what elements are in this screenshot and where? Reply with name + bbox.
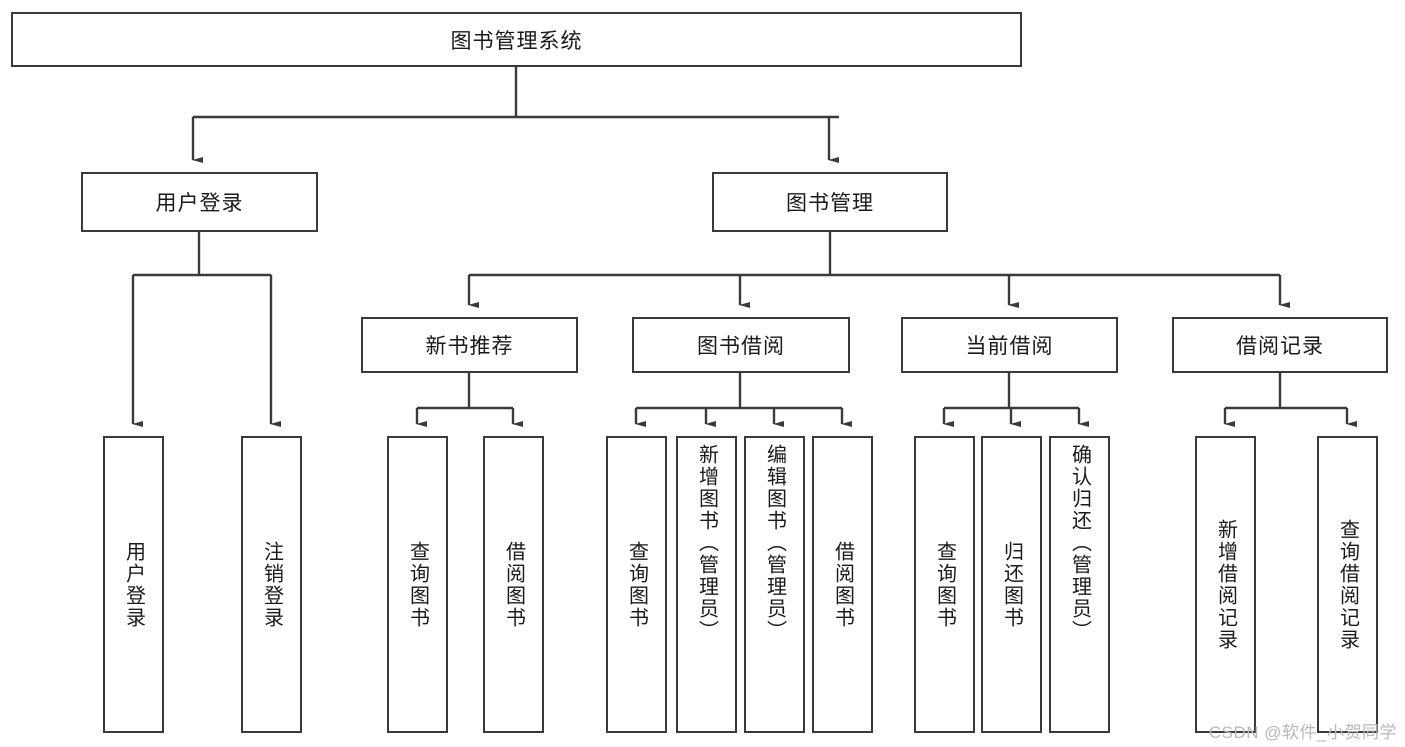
leaf-user-login-logout[interactable]: 注销登录 [241,436,302,733]
node-book-borrow[interactable]: 图书借阅 [632,317,850,373]
leaf-label: 借阅图书 [502,540,525,629]
leaf-recommend-query-book[interactable]: 查询图书 [387,436,448,733]
node-borrow-record-label: 借阅记录 [1236,335,1324,358]
leaf-borrow-add-book-admin[interactable]: 新增图书（管理员） [676,436,737,733]
leaf-current-query-book[interactable]: 查询图书 [914,436,975,733]
watermark: CSDN @软件_小贺同学 [1208,723,1397,742]
node-root-label: 图书管理系统 [450,29,583,53]
leaf-record-query-record[interactable]: 查询借阅记录 [1317,436,1378,733]
leaf-label: 用户登录 [122,540,145,629]
node-book-management-label: 图书管理 [786,192,874,215]
node-user-login-label: 用户登录 [155,192,244,215]
node-current-borrow[interactable]: 当前借阅 [901,317,1118,373]
leaf-label: 注销登录 [260,540,283,629]
leaf-label: 确认归还（管理员） [1068,444,1091,642]
leaf-current-return-book[interactable]: 归还图书 [981,436,1042,733]
leaf-borrow-edit-book-admin[interactable]: 编辑图书（管理员） [744,436,805,733]
leaf-label: 查询借阅记录 [1336,518,1359,651]
leaf-label: 查询图书 [406,540,429,629]
leaf-user-login-login[interactable]: 用户登录 [103,436,164,733]
leaf-label: 查询图书 [933,540,956,629]
leaf-borrow-borrow-book[interactable]: 借阅图书 [812,436,873,733]
leaf-label: 借阅图书 [831,540,854,629]
leaf-label: 归还图书 [1000,540,1023,629]
node-root[interactable]: 图书管理系统 [11,12,1022,67]
node-book-management[interactable]: 图书管理 [712,172,948,232]
node-user-login[interactable]: 用户登录 [81,172,318,232]
node-new-book-recommend[interactable]: 新书推荐 [361,317,578,373]
node-current-borrow-label: 当前借阅 [965,335,1054,358]
leaf-label: 编辑图书（管理员） [763,444,786,642]
leaf-label: 查询图书 [625,540,648,629]
leaf-label: 新增图书（管理员） [695,444,718,642]
leaf-borrow-query-book[interactable]: 查询图书 [606,436,667,733]
leaf-label: 新增借阅记录 [1214,518,1237,651]
node-new-book-recommend-label: 新书推荐 [425,335,514,358]
node-borrow-record[interactable]: 借阅记录 [1172,317,1388,373]
leaf-recommend-borrow-book[interactable]: 借阅图书 [483,436,544,733]
leaf-current-confirm-return-admin[interactable]: 确认归还（管理员） [1049,436,1110,733]
node-book-borrow-label: 图书借阅 [697,335,785,358]
leaf-record-add-record[interactable]: 新增借阅记录 [1195,436,1256,733]
